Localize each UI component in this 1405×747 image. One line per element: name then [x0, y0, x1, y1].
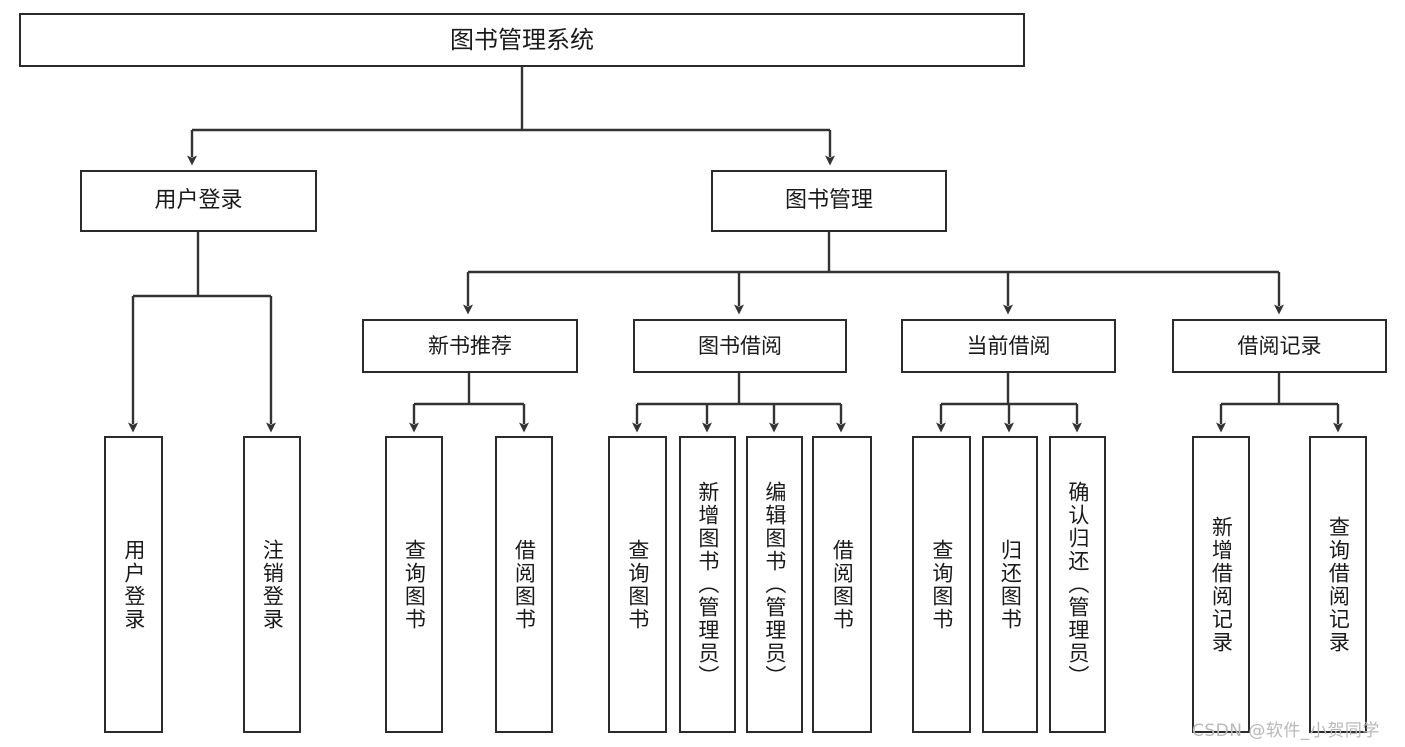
node-current-borrow[interactable]: 当前借阅	[901, 319, 1116, 373]
node-leaf-edit-book-admin[interactable]: 编辑图书（管理员）	[746, 436, 803, 733]
node-label: 查询借阅记录	[1326, 515, 1351, 654]
node-leaf-return-book[interactable]: 归还图书	[982, 436, 1038, 733]
node-leaf-user-login[interactable]: 用户登录	[104, 436, 163, 733]
node-label: 借阅记录	[1237, 333, 1322, 358]
node-leaf-query-book-1[interactable]: 查询图书	[385, 436, 443, 733]
node-label: 新增图书（管理员）	[695, 481, 720, 688]
node-leaf-query-book-3[interactable]: 查询图书	[912, 436, 971, 733]
node-label: 图书借阅	[698, 333, 782, 358]
node-leaf-logout-login[interactable]: 注销登录	[243, 436, 301, 733]
node-label: 新增借阅记录	[1209, 515, 1234, 654]
node-label: 新书推荐	[428, 333, 512, 358]
node-label: 借阅图书	[512, 538, 537, 631]
node-borrow-record[interactable]: 借阅记录	[1172, 319, 1387, 373]
node-label: 借阅图书	[830, 538, 855, 631]
node-leaf-borrow-book-1[interactable]: 借阅图书	[495, 436, 553, 733]
node-label: 图书管理	[784, 188, 873, 214]
node-label: 图书管理系统	[450, 25, 594, 54]
node-leaf-query-borrow-record[interactable]: 查询借阅记录	[1309, 436, 1367, 733]
node-root-book-management-system[interactable]: 图书管理系统	[19, 13, 1025, 67]
node-book-borrow[interactable]: 图书借阅	[633, 319, 847, 373]
node-leaf-add-borrow-record[interactable]: 新增借阅记录	[1192, 436, 1250, 733]
node-label: 归还图书	[998, 538, 1023, 631]
node-leaf-query-book-2[interactable]: 查询图书	[608, 436, 667, 733]
csdn-watermark: CSDN @软件_小贺同学	[1192, 721, 1380, 741]
node-label: 编辑图书（管理员）	[762, 481, 787, 688]
node-leaf-borrow-book-2[interactable]: 借阅图书	[812, 436, 872, 733]
node-label: 注销登录	[260, 538, 285, 631]
node-label: 查询图书	[929, 538, 954, 631]
node-user-login[interactable]: 用户登录	[80, 170, 317, 232]
node-label: 查询图书	[625, 538, 650, 631]
node-leaf-confirm-return-admin[interactable]: 确认归还（管理员）	[1049, 436, 1106, 733]
node-label: 当前借阅	[966, 333, 1051, 358]
node-new-book-recommend[interactable]: 新书推荐	[362, 319, 578, 373]
node-leaf-add-book-admin[interactable]: 新增图书（管理员）	[679, 436, 736, 733]
node-book-manage[interactable]: 图书管理	[711, 170, 947, 232]
node-label: 查询图书	[402, 538, 427, 631]
node-label: 用户登录	[121, 538, 146, 631]
node-label: 用户登录	[154, 188, 243, 214]
node-label: 确认归还（管理员）	[1065, 481, 1090, 688]
